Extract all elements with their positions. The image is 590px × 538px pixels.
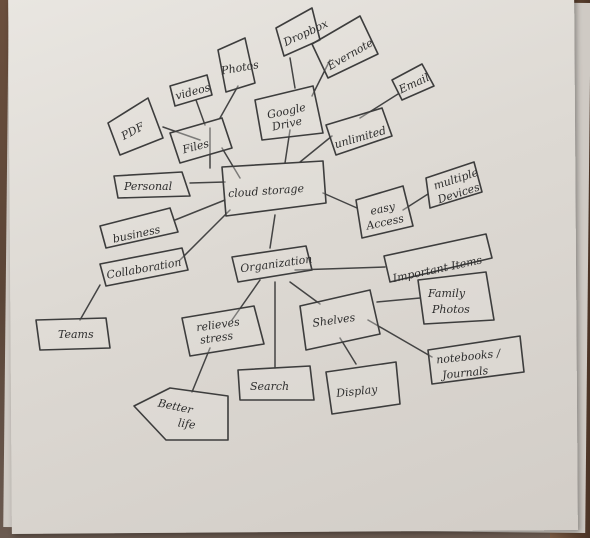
node-label-family: Family <box>427 287 466 300</box>
node-label-display: Display <box>335 383 379 400</box>
node-label-photos-2: Photos <box>431 303 470 316</box>
node-label-shelves: Shelves <box>312 311 357 330</box>
node-organization: Organization <box>231 245 313 283</box>
node-family-photos: Family Photos <box>417 271 495 325</box>
node-label-personal: Personal <box>123 180 173 193</box>
node-label-teams: Teams <box>58 328 94 341</box>
node-pdf: PDF <box>107 97 164 156</box>
node-label-relieves: relieves <box>195 315 240 334</box>
node-notebooks-journals: notebooks / Journals <box>427 335 525 385</box>
node-teams: Teams <box>35 317 111 351</box>
node-better-life: Better life <box>133 387 229 441</box>
node-photos: Photos <box>217 37 260 93</box>
node-label-journals: Journals <box>440 364 490 382</box>
node-label-cloud-storage: cloud storage <box>228 182 305 200</box>
node-unlimited: unlimited <box>325 107 393 156</box>
node-multiple-devices: multiple Devices <box>425 161 483 209</box>
node-personal: Personal <box>113 171 191 199</box>
node-label-life: life <box>177 416 197 431</box>
node-label-drive: Drive <box>270 114 304 133</box>
node-easy-access: easy Access <box>355 185 414 239</box>
node-google-drive: Google Drive <box>254 85 324 141</box>
node-cloud-storage: cloud storage <box>221 160 327 217</box>
node-files: Files <box>169 117 233 164</box>
node-search: Search <box>237 365 315 401</box>
node-relieves-stress: relieves stress <box>181 305 265 357</box>
node-videos: videos <box>169 74 213 107</box>
node-business: business <box>99 207 179 249</box>
node-label-easy: easy <box>369 200 397 218</box>
node-display: Display <box>325 361 401 415</box>
connector-lines <box>79 57 433 393</box>
node-collaboration: Collaboration <box>99 247 189 287</box>
node-label-search: Search <box>250 380 289 393</box>
node-label-stress: stress <box>199 329 234 347</box>
node-shelves: Shelves <box>299 289 381 351</box>
